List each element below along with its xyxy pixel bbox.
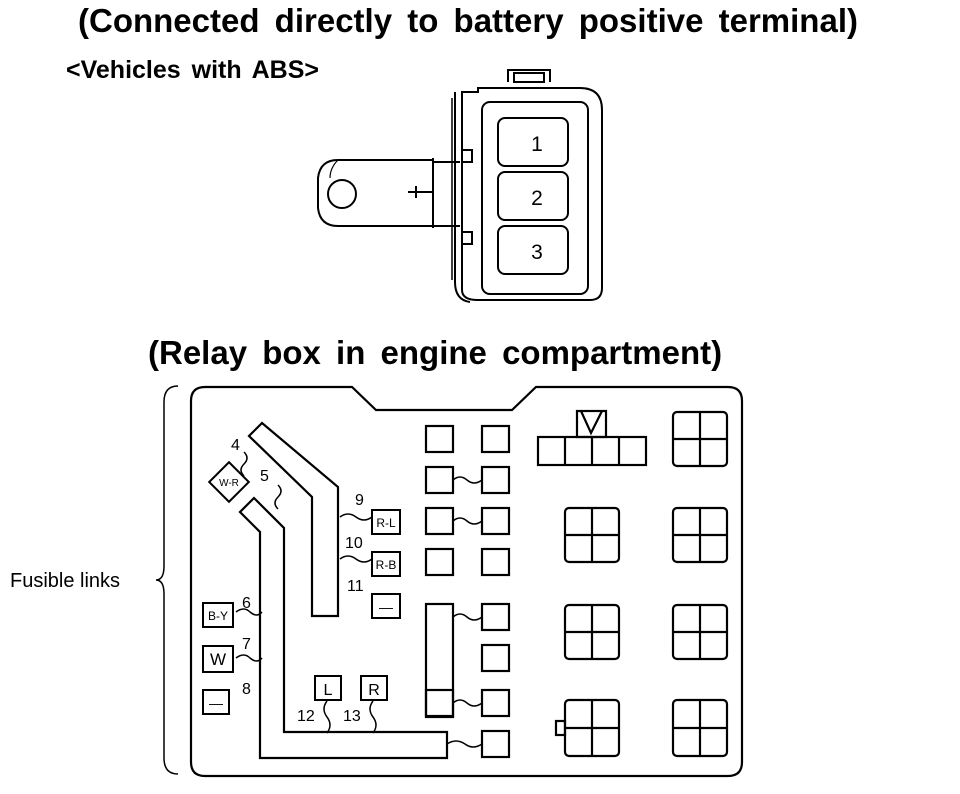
callout-11: 11 [347, 578, 364, 595]
callout-13: 13 [343, 708, 361, 725]
battery-slot-label: 3 [531, 241, 543, 264]
wire-tag-w: W [210, 650, 226, 669]
callout-6: 6 [242, 595, 251, 612]
wire-tag-w-r: W-R [219, 478, 239, 489]
battery-slot-label: 1 [531, 133, 543, 156]
battery-slot-box [497, 171, 569, 221]
wire-color-tags [202, 460, 401, 715]
relay-box-title: (Relay box in engine compartment) [148, 334, 723, 371]
relay-box-outline [189, 385, 744, 778]
battery-slot-box [497, 117, 569, 167]
callout-4: 4 [231, 437, 240, 454]
relay-box [155, 385, 744, 778]
callout-5: 5 [260, 468, 269, 485]
fusible-link-bar-5 [247, 421, 340, 618]
callout-8: 8 [242, 681, 251, 698]
callout-numbers: 4 5 6 7 8 9 10 11 12 13 [231, 437, 364, 725]
battery-slot-label: 2 [531, 187, 543, 210]
callout-7: 7 [242, 636, 251, 653]
battery-terminal-title: (Connected directly to battery positive … [78, 2, 858, 39]
wire-tag-r: R [368, 682, 380, 699]
fusible-link-bars [238, 421, 449, 760]
abs-vehicles-subtitle: <Vehicles with ABS> [66, 56, 320, 84]
wire-tag-l: L [324, 682, 333, 699]
callout-9: 9 [355, 492, 364, 509]
small-relay-sockets [424, 424, 511, 759]
wire-tag-b-y: B-Y [208, 609, 228, 623]
wire-tag-dash-11: — [379, 599, 393, 615]
battery-fusible-block [317, 69, 603, 303]
fusible-links-label: Fusible links [10, 570, 121, 592]
callout-10: 10 [345, 535, 363, 552]
socket-connectors [446, 476, 483, 748]
wire-tag-r-l: R-L [376, 516, 396, 530]
fusible-links-brace [155, 385, 179, 775]
fusible-link-bar-8 [238, 496, 449, 760]
wire-tag-r-b: R-B [376, 558, 397, 572]
callout-12: 12 [297, 708, 315, 725]
wire-tag-dash-8: — [209, 695, 223, 711]
battery-slot-box [497, 225, 569, 275]
fusible-link-wires [235, 451, 377, 734]
large-relay-sockets [536, 409, 729, 758]
